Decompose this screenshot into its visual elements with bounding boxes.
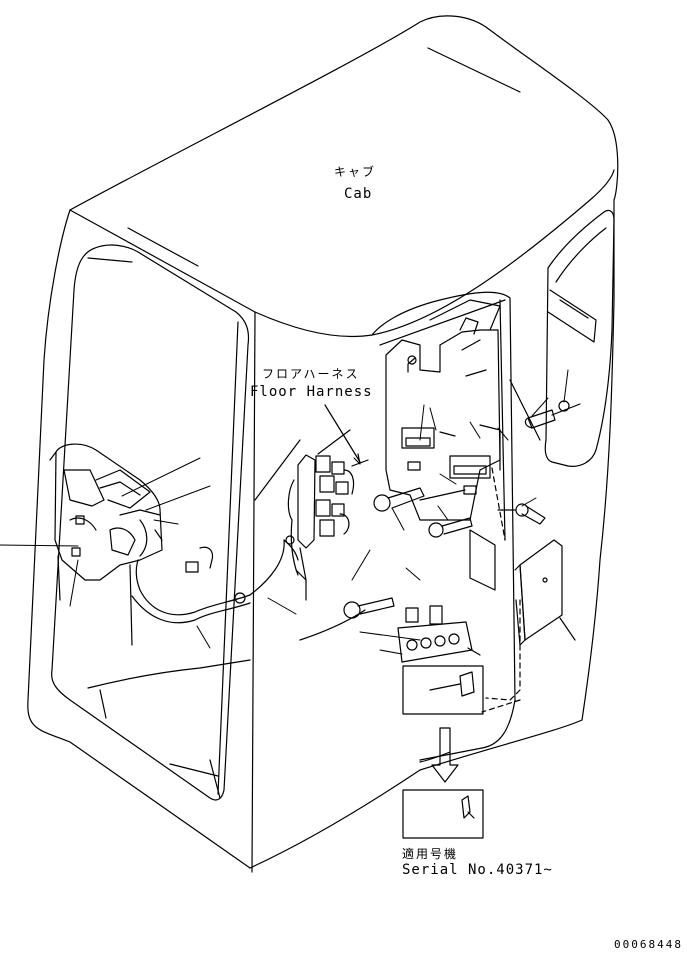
serial-label: Serial No.40371~ [402, 862, 553, 878]
floor-harness-label: Floor Harness [250, 384, 373, 400]
detail-arrow [431, 727, 459, 783]
front-window [51, 244, 250, 801]
drawing-number: 00068448 [614, 938, 683, 951]
bolt-middle-lower [428, 517, 473, 538]
cab-label: Cab [344, 186, 373, 202]
roof-line [427, 47, 521, 93]
aircon-unit [49, 443, 163, 646]
leader-lines [0, 369, 569, 655]
connector [185, 546, 214, 573]
cab-outline [27, 15, 619, 873]
bolt-middle [373, 487, 425, 512]
floor-harness [131, 429, 369, 624]
harness-pointer [324, 404, 361, 465]
rear-panel [385, 299, 516, 591]
detail-box-upper [402, 665, 484, 715]
bolt-lower [343, 597, 395, 619]
bolt-cover [515, 503, 546, 525]
cab-label-jp: キャブ [334, 165, 377, 179]
detail-box-lower [402, 789, 484, 839]
floor-harness-label-jp: フロアハーネス [262, 367, 360, 381]
cover-plate [514, 539, 576, 646]
relay-block [397, 605, 481, 663]
side-window [544, 209, 615, 467]
bolt-upper-right [524, 400, 581, 429]
guide-lines [481, 467, 521, 713]
rear-opening [371, 291, 541, 761]
interior-lines [87, 439, 451, 799]
serial-label-jp: 適用号機 [402, 847, 459, 861]
roof-line [127, 227, 199, 267]
